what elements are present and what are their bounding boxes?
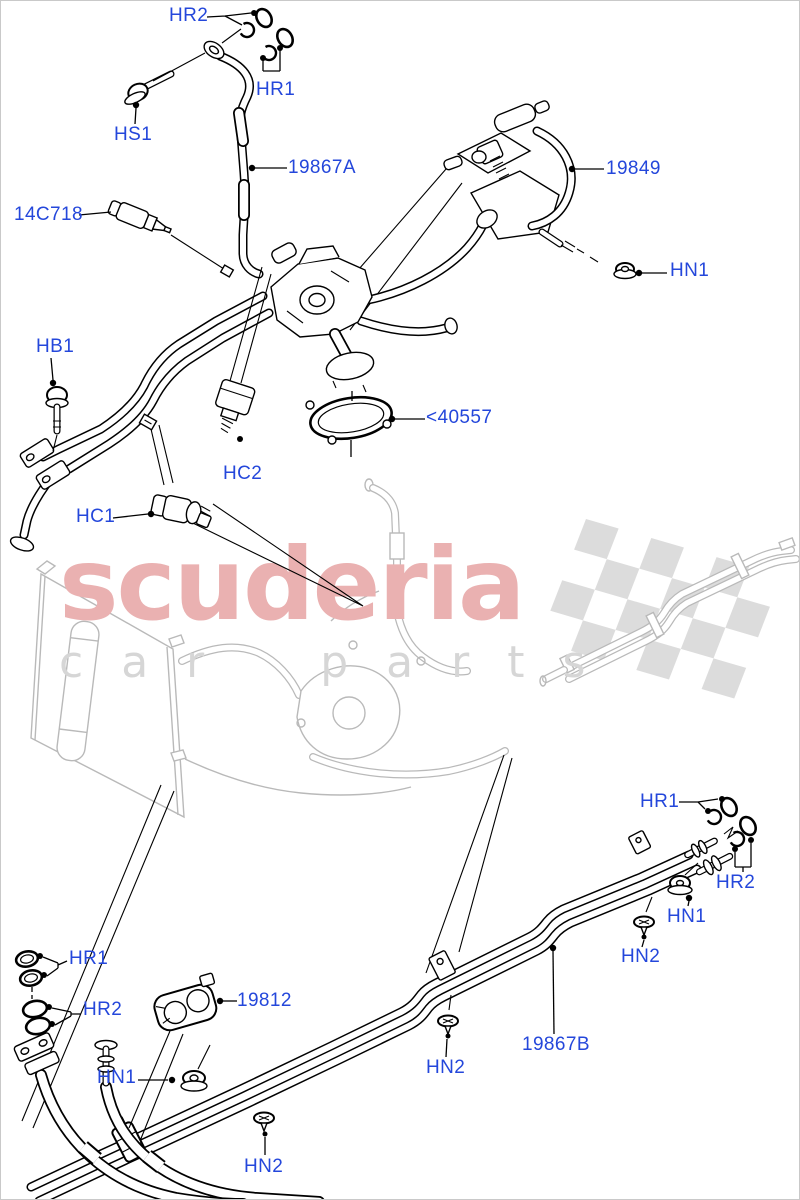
washer-group-hr2-bottom-left — [21, 999, 81, 1036]
nut-hn1-top-drawing — [613, 262, 667, 280]
clamp-19812-drawing — [128, 972, 237, 1142]
label-14c718: 14C718 — [14, 204, 83, 225]
sensor-14c718-drawing — [78, 200, 235, 278]
label-hn1-top: HN1 — [670, 260, 710, 281]
gasket-40557-drawing — [305, 391, 425, 457]
bolt-hb1-drawing — [45, 357, 69, 452]
watermark-tagline: car parts — [59, 637, 624, 688]
label-19867a: 19867A — [288, 157, 356, 178]
front-hoses-drawing — [9, 291, 274, 552]
label-hn2-middle: HN2 — [426, 1057, 466, 1078]
screw-hn2-right-drawing — [633, 896, 655, 948]
condenser-faded-drawing — [30, 560, 187, 819]
rear-pipe-faded-drawing — [539, 536, 796, 687]
watermark-brand: scuderia — [59, 526, 525, 643]
sensor-hc1-drawing — [112, 424, 212, 529]
sensor-hc2-drawing — [215, 266, 272, 442]
label-hc1: HC1 — [76, 506, 116, 527]
valve-19849-drawing — [443, 100, 604, 263]
compressor-assembly-drawing — [270, 209, 498, 393]
label-hn2-right: HN2 — [621, 946, 661, 967]
label-19812: 19812 — [237, 990, 292, 1011]
label-hr1-bottom-left: HR1 — [69, 948, 109, 969]
location-pointer-lines — [21, 160, 513, 1129]
rear-hoses-drawing — [13, 1032, 325, 1199]
nut-hn1-bottom-left-drawing — [138, 1044, 211, 1092]
label-hn2-bottom: HN2 — [244, 1156, 284, 1177]
label-40557: <40557 — [426, 407, 493, 428]
label-hr2-top: HR2 — [169, 5, 209, 26]
label-hr2-bottom-right: HR2 — [716, 872, 756, 893]
label-hr1-bottom-right: HR1 — [640, 791, 680, 812]
label-hn1-bottom-left: HN1 — [97, 1067, 137, 1088]
label-hs1: HS1 — [114, 124, 153, 145]
label-19867b: 19867B — [522, 1034, 590, 1055]
ac-lines-faded-drawing — [178, 478, 509, 796]
washer-group-hr1-bottom-right — [679, 796, 739, 826]
screw-hn2-middle-drawing — [437, 994, 459, 1058]
nut-hn1-bottom-drawing — [667, 862, 699, 907]
label-19849: 19849 — [606, 158, 661, 179]
washer-group-hr2-bottom-right — [723, 815, 758, 872]
pipe-19867a-drawing — [203, 28, 287, 279]
washer-group-hr2-top — [206, 7, 274, 39]
label-hr2-bottom-left: HR2 — [83, 999, 123, 1020]
label-hn1-bottom-right: HN1 — [667, 906, 707, 927]
screw-hn2-bottom-drawing — [253, 1111, 275, 1155]
washer-group-hr1-bottom-left — [14, 950, 68, 999]
label-hb1: HB1 — [36, 336, 75, 357]
label-hc2: HC2 — [223, 463, 263, 484]
label-hr1-top: HR1 — [256, 79, 296, 100]
washer-group-hr1-top — [260, 27, 295, 72]
bolt-hs1-drawing — [124, 52, 206, 125]
